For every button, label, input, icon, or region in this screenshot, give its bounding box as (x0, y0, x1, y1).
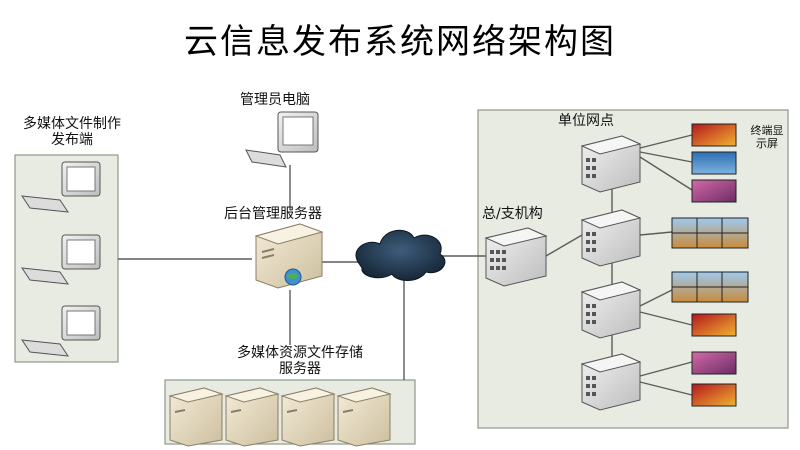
publisher-pc-3 (20, 305, 101, 357)
video-wall-1 (671, 217, 749, 249)
terminal-label-line1: 终端显 (750, 124, 784, 137)
unit-building-3 (580, 281, 642, 339)
unit-building-1 (580, 135, 642, 193)
hq-building-icon (484, 227, 548, 287)
video-wall-2 (671, 271, 749, 303)
diagram-title: 云信息发布系统网络架构图 (184, 22, 616, 62)
storage-server-2 (224, 387, 280, 447)
backend-server-icon (254, 223, 324, 289)
display-screens (671, 123, 749, 407)
display-6 (691, 383, 737, 407)
storage-server-4 (336, 387, 392, 447)
terminal-display-label: 终端显 示屏 (748, 124, 786, 150)
publisher-label-line1: 多媒体文件制作 (23, 116, 121, 132)
storage-server-1 (168, 387, 224, 447)
publisher-pc-2 (20, 234, 101, 285)
unit-building-4 (580, 353, 642, 411)
storage-server-3 (280, 387, 336, 447)
cloud-icon (355, 229, 446, 281)
display-2 (691, 151, 737, 175)
terminal-label-line2: 示屏 (756, 137, 778, 150)
publisher-label: 多媒体文件制作 发布端 (12, 116, 132, 148)
hq-branch-label: 总/支机构 (482, 206, 543, 222)
storage-server-label: 多媒体资源文件存储 服务器 (220, 345, 380, 377)
display-1 (691, 123, 737, 147)
unit-site-label: 单位网点 (558, 113, 614, 129)
display-4 (691, 313, 737, 337)
connection-lines (118, 134, 693, 396)
display-3 (691, 179, 737, 203)
storage-label-line1: 多媒体资源文件存储 (237, 345, 363, 361)
publisher-label-line2: 发布端 (51, 132, 93, 148)
publisher-pc-1 (20, 161, 101, 213)
admin-pc (245, 111, 319, 168)
admin-pc-label: 管理员电脑 (240, 92, 310, 108)
display-5 (691, 351, 737, 375)
unit-building-2 (580, 209, 642, 267)
backend-server-label: 后台管理服务器 (224, 206, 322, 222)
storage-label-line2: 服务器 (279, 361, 321, 377)
